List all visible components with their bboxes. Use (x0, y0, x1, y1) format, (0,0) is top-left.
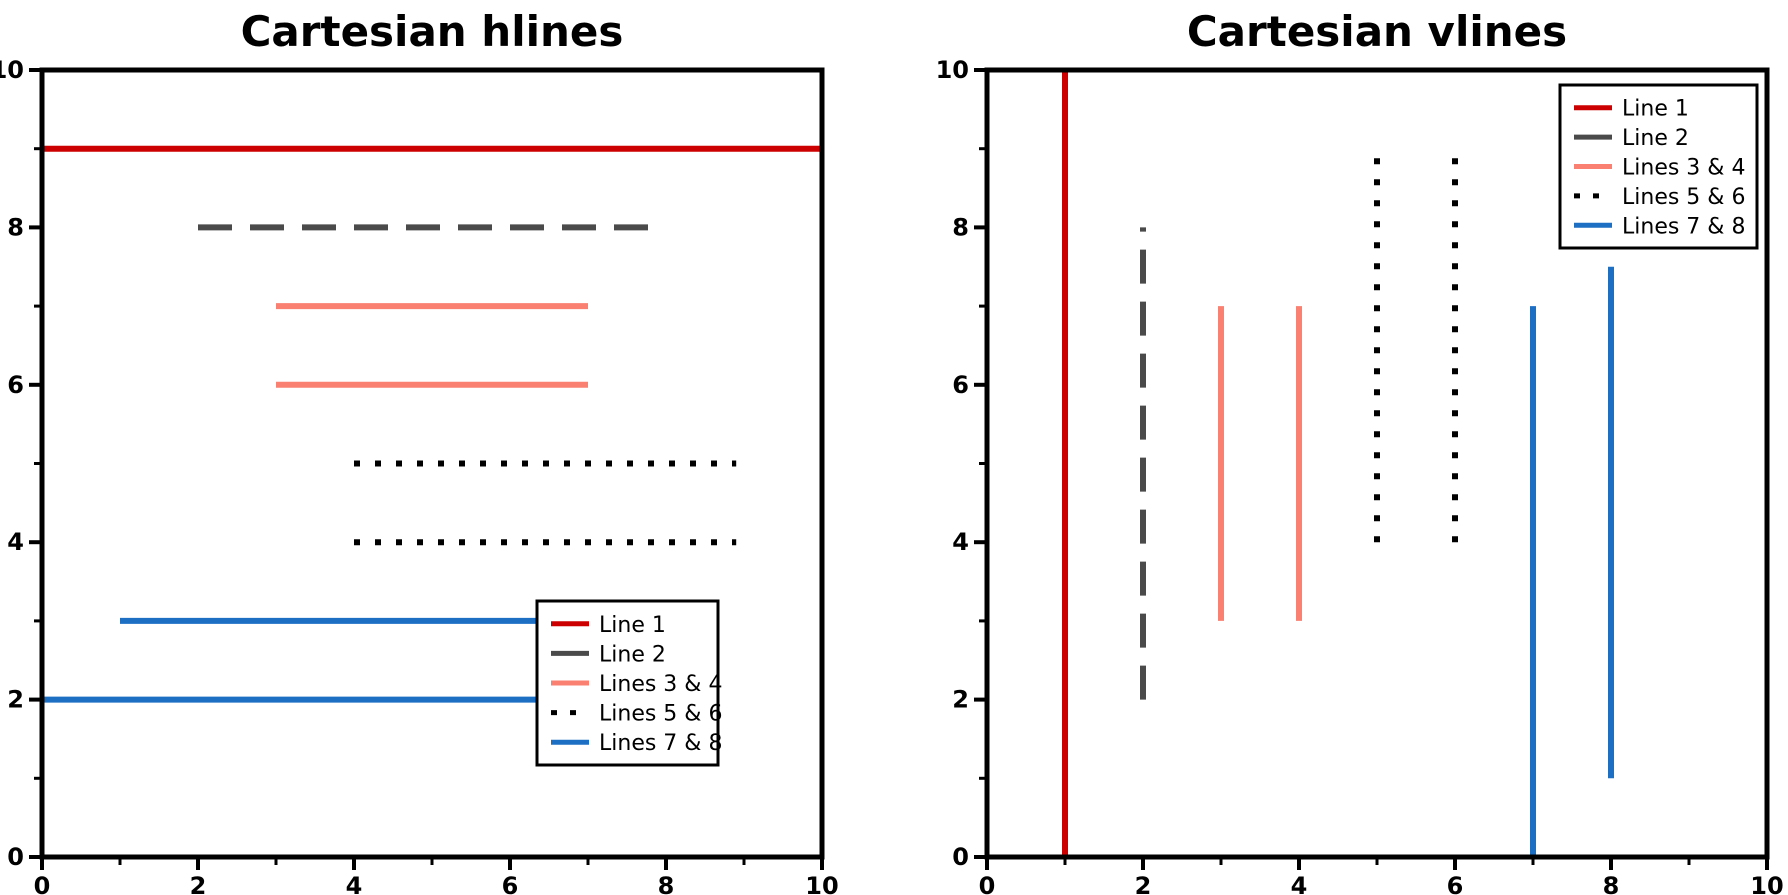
legend: Line 1 Line 2 Lines 3 & 4 Lines 5 & 6 Lines … (535, 599, 722, 767)
x-tick-label: 2 (190, 872, 207, 895)
legend-label: Lines 3 & 4 (1622, 156, 1745, 181)
x-tick-label: 10 (805, 872, 838, 895)
legend: Line 1 Line 2 Lines 3 & 4 Lines 5 & 6 Lines … (1558, 83, 1759, 250)
chart-title: Cartesian hlines (241, 7, 624, 56)
x-tick-label: 6 (502, 872, 519, 895)
legend-label: Lines 5 & 6 (1622, 185, 1745, 210)
y-tick-label: 6 (952, 371, 969, 399)
y-tick-label: 8 (7, 213, 24, 241)
x-tick-label: 4 (346, 872, 363, 895)
x-tick-label: 8 (658, 872, 675, 895)
legend-label: Lines 3 & 4 (599, 672, 722, 697)
y-tick-label: 6 (7, 371, 24, 399)
x-tick-label: 2 (1135, 872, 1152, 895)
x-tick-label: 0 (34, 872, 51, 895)
x-tick-label: 0 (979, 872, 996, 895)
y-tick-label: 2 (952, 686, 969, 714)
chart-title: Cartesian vlines (1187, 7, 1567, 56)
legend-label: Lines 7 & 8 (599, 731, 722, 756)
x-tick-label: 10 (1750, 872, 1783, 895)
y-tick-label: 10 (0, 56, 24, 84)
y-tick-label: 4 (7, 528, 24, 556)
y-tick-label: 2 (7, 686, 24, 714)
legend-label: Line 1 (1622, 97, 1689, 122)
y-tick-label: 4 (952, 528, 969, 556)
x-tick-label: 8 (1603, 872, 1620, 895)
x-tick-label: 4 (1291, 872, 1308, 895)
x-tick-label: 6 (1447, 872, 1464, 895)
legend-label: Line 2 (1622, 126, 1689, 151)
y-tick-label: 0 (7, 843, 24, 871)
y-tick-label: 8 (952, 213, 969, 241)
y-tick-label: 10 (936, 56, 969, 84)
y-tick-label: 0 (952, 843, 969, 871)
legend-label: Line 1 (599, 613, 666, 638)
legend-label: Line 2 (599, 642, 666, 667)
legend-label: Lines 5 & 6 (599, 702, 722, 727)
hlines-chart: Cartesian hlines02468100246810Line 1Line… (0, 7, 839, 895)
legend-label: Lines 7 & 8 (1622, 214, 1745, 239)
